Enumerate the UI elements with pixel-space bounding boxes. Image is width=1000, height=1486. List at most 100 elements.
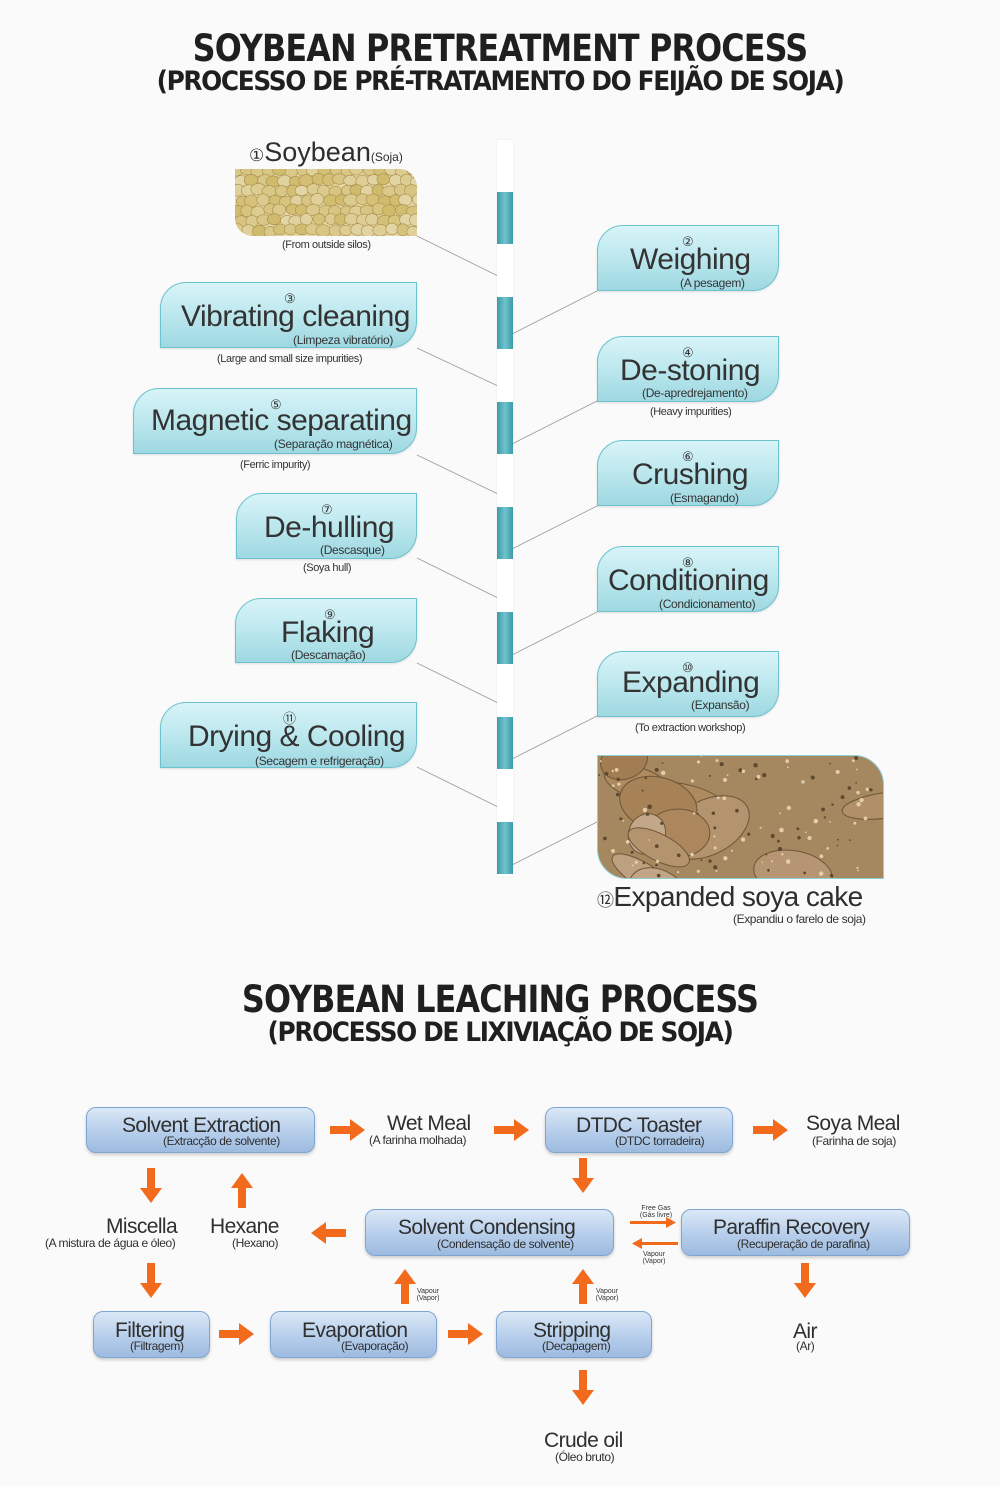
arrow-up-icon — [572, 1269, 594, 1304]
spine-segment — [497, 192, 513, 244]
node-name: Crude oil — [544, 1429, 623, 1452]
process-spine — [497, 140, 513, 876]
node-pt: (Decapagem) — [542, 1339, 611, 1353]
spine-segment — [497, 297, 513, 349]
arrow-up-icon — [231, 1173, 253, 1208]
step-pt: (Descamação) — [291, 648, 366, 662]
vapour-en: Vapour — [595, 1288, 619, 1295]
step-pt: (Soja) — [370, 150, 403, 164]
spine-segment — [497, 717, 513, 769]
step-number: ⑤ — [270, 397, 282, 412]
soybean-photo-drawing — [235, 169, 417, 236]
step-name: Conditioning — [608, 564, 769, 597]
node-pt: (A farinha molhada) — [369, 1133, 467, 1147]
step-name: Weighing — [630, 243, 751, 276]
step-pt: (Secagem e refrigeração) — [255, 754, 384, 768]
spine-segment — [497, 402, 513, 454]
free-gas-en: Free Gas — [641, 1205, 671, 1212]
node-name: Solvent Condensing — [398, 1216, 576, 1239]
step-number: ⑧ — [682, 555, 694, 570]
step-number: ⑫ — [597, 891, 614, 910]
pretreatment-subtitle: (PROCESSO DE PRÉ-TRATAMENTO DO FEIJÃO DE… — [156, 66, 845, 97]
leaching-title: SOYBEAN LEACHING PROCESS — [241, 978, 759, 1021]
step-card-vibrating-cleaning: ③ Vibrating cleaning (Limpeza vibratório… — [160, 282, 417, 348]
step-number: ⑨ — [324, 607, 336, 622]
label-vapour: Vapour (Vapor) — [636, 1251, 672, 1265]
arrow-right-icon — [494, 1119, 529, 1141]
vapour-pt: (Vapor) — [642, 1258, 666, 1265]
step-pt: (Esmagando) — [670, 491, 739, 505]
step-card-magnetic-separating: ⑤ Magnetic separating (Separação magnéti… — [133, 388, 417, 454]
node-name: Air — [793, 1320, 817, 1343]
step-pt: (A pesagem) — [680, 276, 745, 290]
node-pt: (Recuperação de parafina) — [737, 1237, 870, 1251]
soya-cake-photo — [597, 755, 884, 879]
vapour-en: Vapour — [642, 1251, 666, 1258]
step-pt: (Expandiu o farelo de soja) — [733, 912, 866, 926]
step-note: (Soya hull) — [303, 562, 352, 574]
cake-heading: ⑫Expanded soya cake — [597, 881, 863, 913]
soybean-photo — [235, 169, 417, 236]
arrow-down-icon — [572, 1158, 594, 1193]
arrow-down-icon — [140, 1168, 162, 1203]
box-solvent-condensing: Solvent Condensing (Condensação de solve… — [365, 1209, 614, 1256]
step-card-de-stoning: ④ De-stoning (De-apredrejamento) — [597, 336, 779, 402]
box-filtering: Filtering (Filtragem) — [93, 1311, 210, 1358]
node-name: Filtering — [115, 1319, 185, 1342]
step-pt: (Condicionamento) — [659, 597, 756, 611]
step-name: Drying & Cooling — [188, 720, 406, 753]
step-pt: (Expansão) — [691, 698, 750, 712]
step-pt: (Limpeza vibratório) — [293, 333, 394, 347]
node-pt: (Hexano) — [232, 1236, 279, 1250]
node-name: Miscella — [106, 1215, 178, 1238]
step-pt: (De-apredrejamento) — [642, 386, 748, 400]
arrow-right-small-icon — [630, 1217, 676, 1228]
soya-cake-photo-drawing — [598, 756, 883, 878]
step-name: Expanding — [622, 666, 760, 699]
vapour-pt: (Vapor) — [595, 1295, 619, 1302]
node-pt: (Extracção de solvente) — [163, 1134, 280, 1148]
node-pt: (Evaporação) — [341, 1339, 409, 1353]
arrow-down-icon — [794, 1263, 816, 1298]
box-evaporation: Evaporation (Evaporação) — [270, 1311, 437, 1358]
box-dtdc-toaster: DTDC Toaster (DTDC torradeira) — [545, 1107, 733, 1153]
step-note: (Large and small size impurities) — [217, 353, 363, 365]
vapour-pt: (Vapor) — [416, 1295, 440, 1302]
arrow-right-icon — [448, 1323, 483, 1345]
step-number: ⑦ — [321, 502, 333, 517]
step-note: (To extraction workshop) — [635, 722, 746, 734]
node-name: DTDC Toaster — [576, 1114, 702, 1137]
label-free-gas: Free Gas (Gás livre) — [636, 1205, 676, 1219]
step-pt: (Separação magnética) — [274, 437, 393, 451]
node-pt: (Óleo bruto) — [555, 1450, 615, 1464]
node-name: Evaporation — [302, 1319, 408, 1342]
step-number: ⑥ — [682, 449, 694, 464]
step-card-expanding: ⑩ Expanding (Expansão) — [597, 651, 779, 717]
step-card-conditioning: ⑧ Conditioning (Condicionamento) — [597, 546, 779, 612]
arrow-down-icon — [140, 1263, 162, 1298]
node-pt: (Condensação de solvente) — [437, 1237, 574, 1251]
step-number: ⑩ — [682, 660, 694, 675]
step-name: Flaking — [281, 616, 375, 649]
arrow-right-icon — [330, 1119, 365, 1141]
node-name: Hexane — [210, 1215, 279, 1238]
node-pt: (A mistura de água e óleo) — [45, 1236, 176, 1250]
node-pt: (DTDC torradeira) — [615, 1134, 705, 1148]
step-name: De-hulling — [264, 511, 395, 544]
step-note: (From outside silos) — [282, 239, 371, 251]
step-card-weighing: ② Weighing (A pesagem) — [597, 225, 779, 291]
arrow-left-icon — [311, 1222, 346, 1244]
step-note: (Ferric impurity) — [240, 459, 311, 471]
step-note: (Heavy impurities) — [650, 406, 732, 418]
arrow-down-icon — [572, 1370, 594, 1405]
step-name: Soybean — [264, 137, 371, 167]
step-name: Magnetic separating — [151, 404, 412, 437]
free-gas-pt: (Gás livre) — [639, 1212, 673, 1219]
step-pt: (Descasque) — [320, 543, 385, 557]
step-card-flaking: ⑨ Flaking (Descamação) — [235, 598, 417, 663]
node-pt: (Farinha de soja) — [812, 1134, 896, 1148]
spine-segment — [497, 612, 513, 664]
leaching-subtitle: (PROCESSO DE LIXIVIAÇÃO DE SOJA) — [267, 1017, 734, 1048]
